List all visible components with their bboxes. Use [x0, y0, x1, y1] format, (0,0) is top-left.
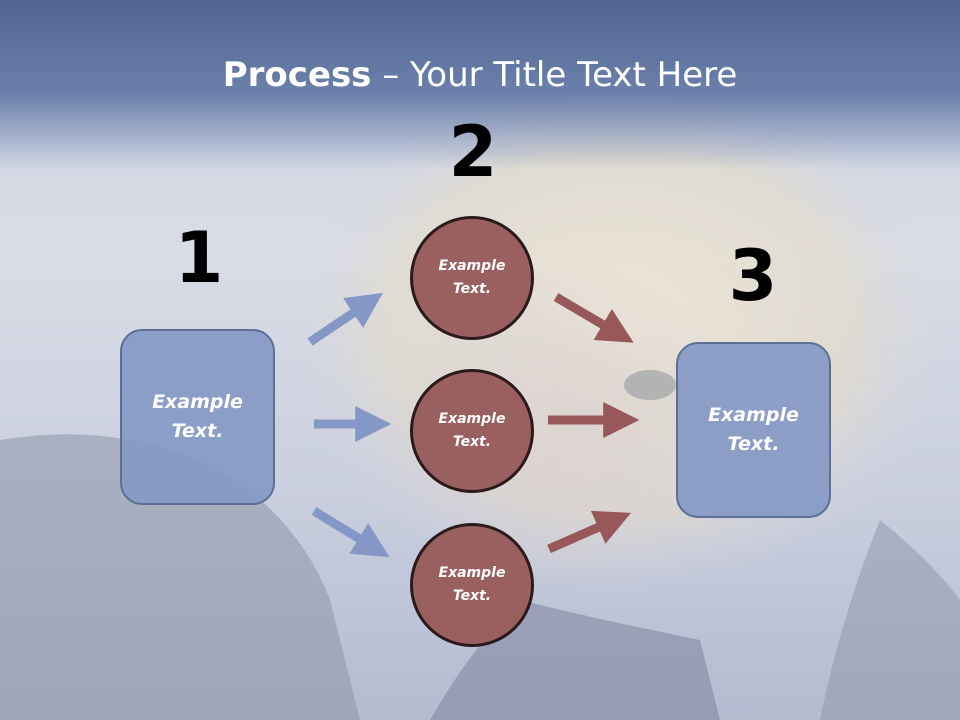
arrow-top-to-3 — [556, 297, 612, 330]
step-2-circle-middle[interactable]: Example Text. — [410, 369, 534, 493]
arrow-1-to-top — [310, 307, 362, 342]
step-1-box[interactable]: Example Text. — [120, 329, 275, 505]
circle-top-label: Example Text. — [439, 255, 506, 301]
step-3-label: Example Text. — [708, 401, 799, 459]
step-number-2: 2 — [433, 112, 513, 192]
circle-middle-label: Example Text. — [439, 408, 506, 454]
arrow-1-to-bottom — [314, 511, 368, 544]
circle-bottom-label: Example Text. — [439, 562, 506, 608]
step-number-3: 3 — [713, 236, 793, 316]
step-2-circle-bottom[interactable]: Example Text. — [410, 523, 534, 647]
step-3-box[interactable]: Example Text. — [676, 342, 831, 518]
step-1-label: Example Text. — [152, 388, 243, 446]
step-number-1: 1 — [159, 218, 239, 298]
arrow-bottom-to-3 — [549, 523, 608, 549]
step-2-circle-top[interactable]: Example Text. — [410, 216, 534, 340]
